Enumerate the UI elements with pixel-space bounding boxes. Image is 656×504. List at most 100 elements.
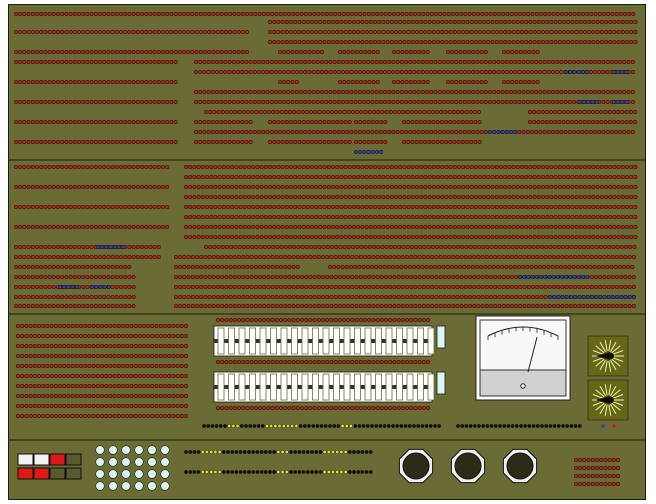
- lamp: [356, 235, 361, 240]
- toggle-switch[interactable]: [406, 327, 414, 355]
- toggle-switch[interactable]: [385, 327, 393, 355]
- toggle-switch[interactable]: [270, 327, 277, 355]
- toggle-switch[interactable]: [217, 373, 225, 401]
- toggle-switch[interactable]: [291, 327, 298, 355]
- lamp: [175, 363, 180, 368]
- keypad-key[interactable]: [134, 481, 144, 491]
- toggle-switch[interactable]: [417, 373, 424, 401]
- toggle-switch[interactable]: [364, 327, 372, 355]
- toggle-switch[interactable]: [375, 373, 382, 401]
- keypad-key[interactable]: [134, 445, 144, 455]
- lamp: [177, 49, 182, 54]
- toggle-switch[interactable]: [228, 373, 235, 401]
- toggle-switch[interactable]: [322, 327, 330, 355]
- toggle-switch[interactable]: [375, 327, 382, 355]
- keypad-key[interactable]: [95, 457, 105, 467]
- status-button[interactable]: [17, 453, 34, 466]
- lamp: [410, 185, 415, 190]
- lamp: [408, 59, 413, 64]
- keypad-key[interactable]: [108, 481, 118, 491]
- knob-group[interactable]: [398, 448, 538, 484]
- lamp: [320, 294, 325, 299]
- keypad-key[interactable]: [108, 469, 118, 479]
- lamp: [609, 264, 614, 269]
- lamp: [486, 195, 491, 200]
- toggle-switch[interactable]: [396, 373, 403, 401]
- toggle-switch[interactable]: [238, 327, 246, 355]
- toggle-switch[interactable]: [364, 373, 372, 401]
- status-button[interactable]: [33, 467, 50, 480]
- keypad-key[interactable]: [160, 445, 170, 455]
- lamp: [267, 235, 272, 240]
- toggle-switch[interactable]: [427, 373, 435, 401]
- toggle-switch[interactable]: [343, 327, 351, 355]
- toggle-switch[interactable]: [249, 327, 256, 355]
- keypad-key[interactable]: [121, 481, 131, 491]
- keypad-key[interactable]: [108, 457, 118, 467]
- toggle-switch[interactable]: [406, 373, 414, 401]
- toggle-switch[interactable]: [417, 327, 424, 355]
- keypad-key[interactable]: [147, 457, 157, 467]
- lamp: [514, 303, 519, 308]
- status-button[interactable]: [49, 453, 66, 466]
- toggle-switch[interactable]: [249, 373, 256, 401]
- status-button-group[interactable]: [17, 453, 82, 480]
- lamp: [127, 294, 132, 299]
- keypad-lamps[interactable]: [95, 445, 170, 491]
- toggle-switch[interactable]: [354, 327, 361, 355]
- lamp: [372, 175, 377, 180]
- toggle-switch[interactable]: [217, 327, 225, 355]
- keypad-key[interactable]: [95, 445, 105, 455]
- keypad-key[interactable]: [160, 457, 170, 467]
- toggle-switch[interactable]: [333, 327, 340, 355]
- toggle-switch[interactable]: [280, 327, 288, 355]
- toggle-switch[interactable]: [270, 373, 277, 401]
- keypad-key[interactable]: [160, 469, 170, 479]
- toggle-switch[interactable]: [396, 327, 403, 355]
- lamp: [410, 19, 415, 24]
- toggle-switch[interactable]: [238, 373, 246, 401]
- toggle-switch[interactable]: [312, 373, 319, 401]
- toggle-switch[interactable]: [259, 327, 267, 355]
- keypad-key[interactable]: [147, 445, 157, 455]
- keypad-key[interactable]: [121, 457, 131, 467]
- lamp: [18, 29, 23, 34]
- lamp: [377, 19, 382, 24]
- toggle-switch[interactable]: [427, 327, 435, 355]
- keypad-key[interactable]: [134, 469, 144, 479]
- keypad-key[interactable]: [108, 445, 118, 455]
- toggle-switch[interactable]: [280, 373, 288, 401]
- keypad-key[interactable]: [95, 469, 105, 479]
- status-button[interactable]: [65, 467, 82, 480]
- toggle-switch[interactable]: [312, 327, 319, 355]
- lamp: [163, 363, 168, 368]
- lamp: [414, 205, 419, 210]
- keypad-key[interactable]: [160, 481, 170, 491]
- toggle-switch[interactable]: [343, 373, 351, 401]
- status-button[interactable]: [33, 453, 50, 466]
- status-button[interactable]: [17, 467, 34, 480]
- keypad-key[interactable]: [134, 457, 144, 467]
- keypad-key[interactable]: [121, 445, 131, 455]
- keypad-key[interactable]: [147, 469, 157, 479]
- lamp: [393, 19, 398, 24]
- keypad-key[interactable]: [121, 469, 131, 479]
- lamp: [385, 205, 390, 210]
- lamp: [57, 363, 62, 368]
- keypad-key[interactable]: [147, 481, 157, 491]
- status-button[interactable]: [49, 467, 66, 480]
- lamp: [503, 195, 508, 200]
- toggle-switch[interactable]: [322, 373, 330, 401]
- toggle-switch[interactable]: [259, 373, 267, 401]
- toggle-switch[interactable]: [291, 373, 298, 401]
- toggle-switch[interactable]: [301, 373, 309, 401]
- lamp: [311, 59, 316, 64]
- lamp: [167, 413, 172, 418]
- toggle-switch[interactable]: [354, 373, 361, 401]
- keypad-key[interactable]: [95, 481, 105, 491]
- toggle-switch[interactable]: [333, 373, 340, 401]
- status-button[interactable]: [65, 453, 82, 466]
- toggle-switch[interactable]: [385, 373, 393, 401]
- toggle-switch[interactable]: [301, 327, 309, 355]
- toggle-switch[interactable]: [228, 327, 235, 355]
